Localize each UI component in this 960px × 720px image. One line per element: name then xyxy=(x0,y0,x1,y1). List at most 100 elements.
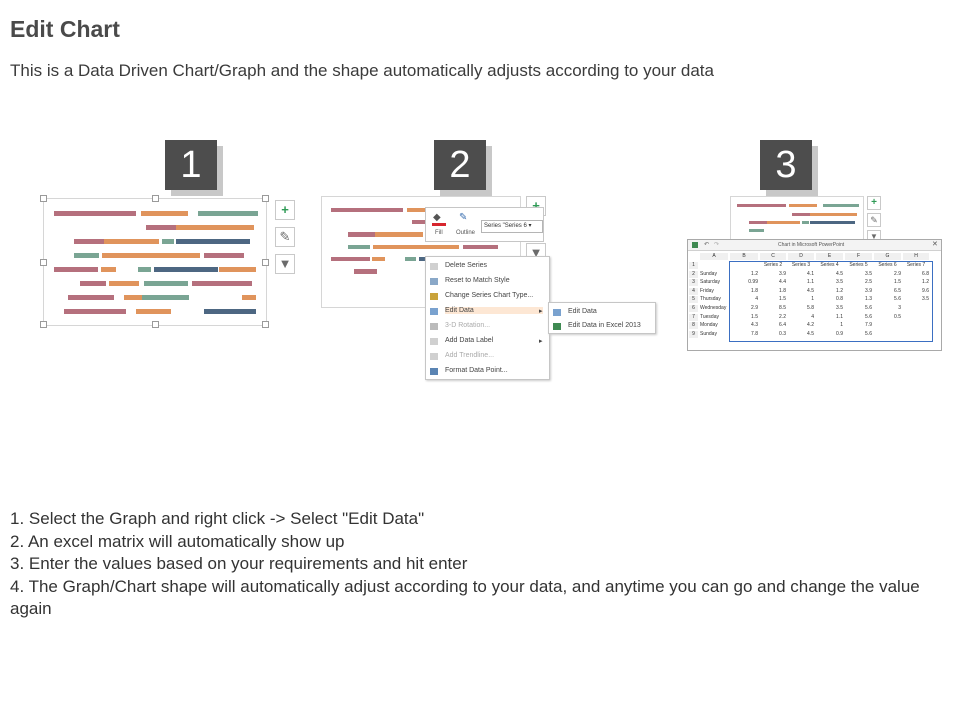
table-cell[interactable]: 1.1 xyxy=(807,279,814,286)
chart-bar[interactable] xyxy=(810,221,855,224)
table-cell[interactable]: 5.8 xyxy=(807,305,814,311)
chart-bar[interactable] xyxy=(64,309,126,314)
table-cell[interactable] xyxy=(874,322,901,329)
chart-bar[interactable] xyxy=(101,267,116,272)
chart-bar[interactable] xyxy=(154,267,218,272)
context-menu-item[interactable]: Delete Series xyxy=(445,262,488,269)
chart-bar[interactable] xyxy=(737,204,787,208)
table-cell[interactable]: 1.8 xyxy=(779,287,786,294)
row-header[interactable]: 3 xyxy=(689,279,698,287)
resize-handle[interactable] xyxy=(262,259,269,266)
table-cell[interactable]: 3.9 xyxy=(779,270,786,277)
table-cell[interactable]: 4 xyxy=(811,313,814,320)
table-cell[interactable]: 4.3 xyxy=(751,322,758,329)
add-chart-element-icon[interactable]: + xyxy=(275,200,295,220)
row-header[interactable]: 5 xyxy=(689,296,698,304)
table-cell[interactable]: 4.5 xyxy=(807,330,814,337)
chart-bar[interactable] xyxy=(219,267,256,272)
table-cell[interactable]: 1 xyxy=(811,296,814,303)
series-header-cell[interactable] xyxy=(700,262,728,269)
table-cell[interactable]: 1.8 xyxy=(751,287,758,294)
chart-filter-icon[interactable]: ▼ xyxy=(275,254,295,274)
chart-bar[interactable] xyxy=(348,244,371,249)
table-cell[interactable]: 8.5 xyxy=(779,305,786,311)
resize-handle[interactable] xyxy=(152,195,159,202)
undo-icon[interactable]: ↶ xyxy=(704,242,710,248)
table-cell[interactable] xyxy=(874,331,901,338)
table-cell[interactable]: 5.6 xyxy=(865,305,872,311)
table-cell[interactable]: 2.9 xyxy=(751,305,758,311)
chart-bar[interactable] xyxy=(372,256,386,262)
chart-bar[interactable] xyxy=(141,211,188,216)
chart-bar[interactable] xyxy=(749,221,782,224)
row-header[interactable]: 2 xyxy=(689,270,698,278)
chart-bar[interactable] xyxy=(146,225,176,230)
table-cell[interactable]: 5.6 xyxy=(865,313,872,320)
series-selector-dropdown[interactable]: Series "Series 6 ▾ xyxy=(481,220,543,233)
table-cell[interactable]: 2.9 xyxy=(894,270,901,277)
table-cell[interactable]: Thursday xyxy=(700,296,721,303)
column-header[interactable]: F xyxy=(845,253,872,260)
table-cell[interactable] xyxy=(903,322,929,329)
outline-pen-icon[interactable]: ✎ xyxy=(459,212,468,223)
table-cell[interactable]: 7.9 xyxy=(865,322,872,329)
context-menu-item[interactable]: Change Series Chart Type... xyxy=(445,292,534,299)
chart-bar[interactable] xyxy=(204,253,244,258)
series-header-cell[interactable]: Series 3 xyxy=(791,262,811,268)
column-header[interactable]: E xyxy=(816,253,843,260)
row-header[interactable]: 4 xyxy=(689,287,698,295)
chart-bar[interactable] xyxy=(109,281,139,286)
row-header[interactable]: 8 xyxy=(689,322,698,330)
table-cell[interactable]: 6.8 xyxy=(922,270,929,277)
column-header[interactable]: B xyxy=(730,253,758,260)
table-cell[interactable]: Sunday xyxy=(700,270,717,277)
series-header-cell[interactable]: Series 2 xyxy=(763,262,783,268)
table-cell[interactable]: 7.8 xyxy=(751,330,758,337)
table-cell[interactable]: 1.2 xyxy=(922,279,929,286)
submenu-edit-data[interactable]: Edit Data xyxy=(568,308,597,315)
column-header[interactable]: A xyxy=(700,253,728,260)
table-cell[interactable]: Tuesday xyxy=(700,313,719,320)
series-header-cell[interactable]: Series 6 xyxy=(878,262,897,268)
chart-bar[interactable] xyxy=(404,256,417,262)
table-cell[interactable]: 6.5 xyxy=(894,287,901,294)
table-cell[interactable]: Wednesday xyxy=(700,305,727,311)
context-menu-item[interactable]: 3-D Rotation... xyxy=(445,322,491,329)
table-cell[interactable]: 4.5 xyxy=(836,270,843,277)
add-chart-element-icon[interactable]: + xyxy=(867,196,881,210)
table-cell[interactable]: 1.5 xyxy=(894,279,901,286)
table-cell[interactable]: 3.5 xyxy=(865,270,872,277)
chart-bar[interactable] xyxy=(136,309,171,314)
chart-bar[interactable] xyxy=(68,295,114,300)
table-cell[interactable]: 0.9 xyxy=(836,330,843,337)
resize-handle[interactable] xyxy=(262,195,269,202)
table-cell[interactable]: 0.3 xyxy=(779,330,786,337)
chart-bar[interactable] xyxy=(144,281,188,286)
chart-bar[interactable] xyxy=(142,295,189,300)
chart-bar[interactable] xyxy=(330,256,370,262)
submenu-edit-data-in-excel[interactable]: Edit Data in Excel 2013 xyxy=(568,322,641,329)
chart-bar[interactable] xyxy=(198,211,258,216)
context-menu-item[interactable]: Format Data Point... xyxy=(445,367,508,374)
table-cell[interactable]: 2.5 xyxy=(865,279,872,286)
table-cell[interactable]: 1.2 xyxy=(751,270,758,277)
chart-bar[interactable] xyxy=(80,281,106,286)
column-header[interactable]: D xyxy=(788,253,814,260)
chart-bar[interactable] xyxy=(54,267,98,272)
chart-bar[interactable] xyxy=(204,309,256,314)
table-cell[interactable]: 5.6 xyxy=(865,330,872,337)
chart-bar[interactable] xyxy=(138,267,151,272)
table-cell[interactable]: 6.4 xyxy=(779,322,786,329)
table-cell[interactable]: 2.2 xyxy=(779,313,786,320)
table-cell[interactable]: 4.1 xyxy=(807,270,814,277)
chart-bar[interactable] xyxy=(242,295,256,300)
context-menu-item[interactable]: Add Trendline... xyxy=(445,352,495,359)
table-cell[interactable]: 3.5 xyxy=(922,296,929,303)
chart-bar[interactable] xyxy=(124,295,142,300)
chart-bar[interactable] xyxy=(54,211,136,216)
chart-bar[interactable] xyxy=(801,221,809,224)
context-menu-item[interactable]: Edit Data xyxy=(445,307,543,314)
table-cell[interactable] xyxy=(903,331,929,338)
chart-style-brush-icon[interactable]: ✎ xyxy=(867,213,881,227)
chart-bar[interactable] xyxy=(192,281,252,286)
